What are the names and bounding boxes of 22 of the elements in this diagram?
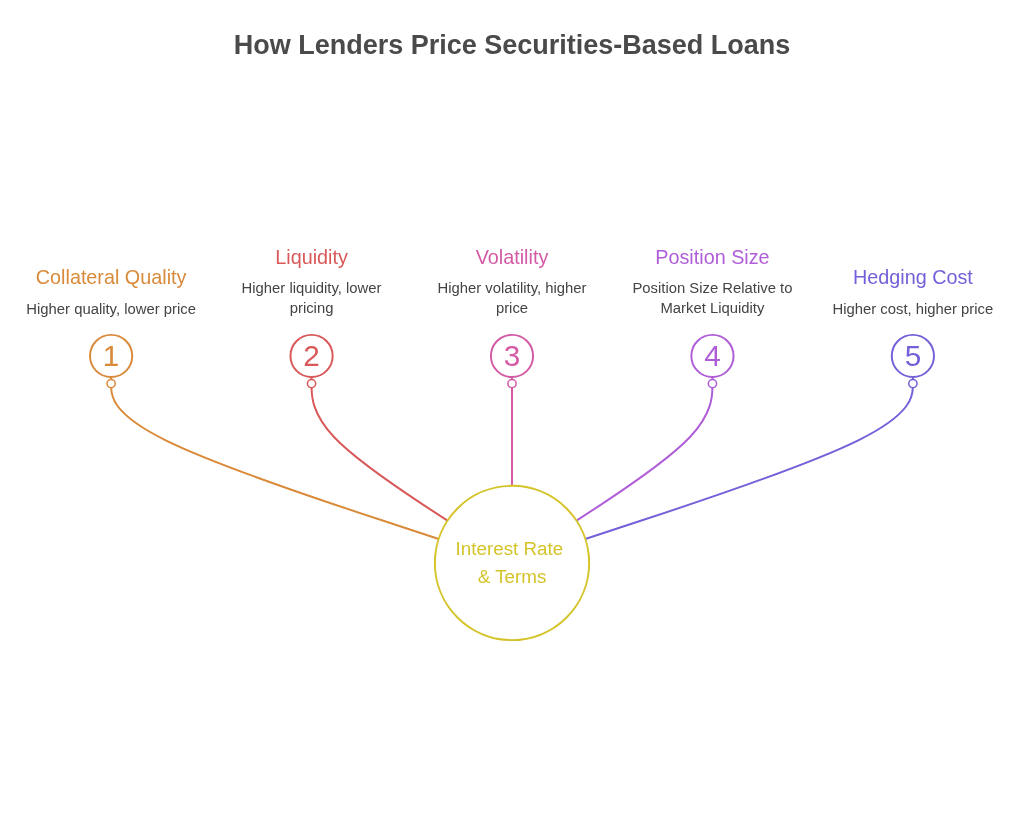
connector-line <box>584 376 918 540</box>
factor-heading: Volatility <box>474 245 550 269</box>
factor-heading: Collateral Quality <box>34 266 188 290</box>
connector-line <box>575 376 718 522</box>
number-circle: 2 <box>289 333 334 379</box>
number-circle: 5 <box>890 333 935 379</box>
factor-description: Position Size Relative to Market Liquidity <box>631 278 794 319</box>
factor-heading: Hedging Cost <box>851 266 974 290</box>
factor-description: Higher quality, lower price <box>25 299 197 320</box>
factor-description: Higher liquidity, lower pricing <box>240 278 383 319</box>
number-circle: 4 <box>690 333 735 379</box>
factor-description: Higher cost, higher price <box>831 299 995 320</box>
factor-heading: Position Size <box>654 245 771 269</box>
factor-heading: Liquidity <box>274 245 349 269</box>
number-circle: 3 <box>489 333 535 379</box>
factor-description: Higher volatility, higher price <box>436 278 588 319</box>
connector-line <box>106 376 440 540</box>
connector-line <box>306 376 449 522</box>
topic-circle: Interest Rate & Terms <box>433 484 591 642</box>
diagram-title: How Lenders Price Securities-Based Loans <box>233 30 791 61</box>
number-circle: 1 <box>89 333 134 379</box>
connector-line <box>507 376 517 487</box>
